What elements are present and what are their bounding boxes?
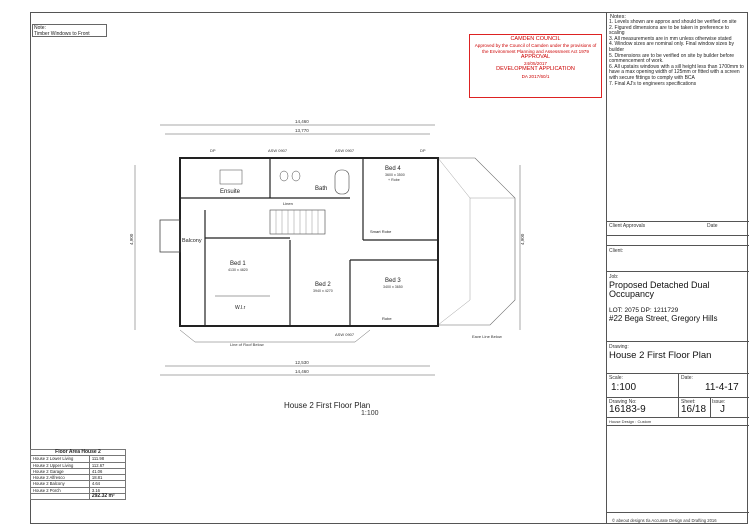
date-label: Date:	[681, 375, 693, 381]
job-title: Proposed Detached Dual Occupancy	[609, 280, 710, 299]
room-smart-robe: Smart Robe	[370, 229, 392, 234]
plan-title: House 2 First Floor Plan	[284, 401, 371, 410]
dim-right: 4,900	[520, 233, 525, 245]
stamp-number: DA 2017/60/1	[521, 73, 550, 79]
drawing-title: House 2 First Floor Plan	[609, 350, 712, 361]
stamp-date: 24/05/2017	[524, 61, 547, 67]
floor-plan: 14,460 13,770 14,460 12,530 4,900 4,900 …	[129, 119, 525, 376]
scale-value: 1:100	[611, 382, 637, 393]
job-address: #22 Bega Street, Gregory Hills	[609, 314, 718, 323]
room-bed2-dims: 3940 x 4270	[313, 289, 333, 293]
stamp-title: CAMDEN COUNCIL	[510, 36, 561, 42]
issue-label: Issue:	[712, 399, 726, 405]
client-label: Client:	[609, 248, 624, 254]
label-eave-line: Eave Line Below	[472, 334, 502, 339]
council-stamp: CAMDEN COUNCIL Approved by the Council o…	[469, 34, 602, 98]
note-item: 3. All measurements are in mm unless oth…	[609, 35, 732, 42]
drawing-no-value: 16183-9	[609, 404, 646, 415]
room-bed3: Bed 3	[385, 278, 401, 284]
sheet-label: Sheet:	[681, 399, 696, 405]
window-bottom: ASW 0907	[335, 332, 355, 337]
scale-label: Scale:	[609, 375, 623, 381]
room-robe: Robe	[382, 316, 392, 321]
room-balcony: Balcony	[182, 238, 202, 244]
notes-list: 1. Levels shown are approx and should be…	[609, 19, 746, 87]
note-item: 5. Dimensions are to be verified on site…	[609, 52, 735, 65]
room-bath: Bath	[315, 186, 327, 192]
window-top-1: ASW 0907	[268, 148, 288, 153]
note-item: 6. All upstairs windows with a sill heig…	[609, 63, 744, 81]
dim-bottom-overall: 14,460	[295, 369, 309, 374]
note-item: 7. Final AJ's to engineers specification…	[609, 80, 697, 87]
room-wir: W.I.r	[235, 305, 246, 311]
dim-top-overall: 14,460	[295, 119, 309, 124]
copyright: © abeout designs t/a Accurate Design and…	[612, 518, 717, 523]
stamp-line1: Approved by the Council of Camden under …	[474, 43, 597, 54]
date-value: 11-4-17	[705, 382, 739, 393]
drawing-sheet	[30, 12, 748, 524]
room-bed1: Bed 1	[230, 261, 246, 267]
floor-area-total: 292.32 m²	[88, 493, 127, 501]
dp-label: DP	[210, 148, 216, 153]
house-design: House Design : Custom	[609, 419, 652, 424]
floor-area-title: Floor Area House 2	[30, 448, 126, 457]
label-roof-below: Line of Roof Below	[230, 342, 264, 347]
drawing-no-label: Drawing No:	[609, 399, 637, 405]
room-bed2: Bed 2	[315, 282, 331, 288]
dp-label-right: DP	[420, 148, 426, 153]
dim-left: 4,900	[129, 233, 134, 245]
room-ensuite: Ensuite	[220, 189, 241, 195]
notes-title: Notes:	[610, 14, 626, 20]
room-bed4-robe: + Robe	[388, 178, 400, 182]
approval-date-label: Date	[707, 223, 718, 229]
note-item: 1. Levels shown are approx and should be…	[609, 19, 737, 25]
room-bed1-dims: 4130 x 4820	[228, 268, 248, 272]
stamp-line2: APPROVAL	[520, 53, 551, 60]
room-bed4: Bed 4	[385, 166, 401, 172]
dim-bottom-inner: 12,530	[295, 360, 309, 365]
note-item: 2. Figured dimensions are to be taken in…	[609, 24, 730, 37]
title-block: Client Approvals Date Client: Job: Propo…	[606, 12, 749, 524]
room-bed3-dims: 3400 x 3650	[383, 285, 403, 289]
job-label: Job:	[609, 274, 619, 280]
sheet-value: 16/18	[681, 404, 707, 415]
stamp-type: DEVELOPMENT APPLICATION	[496, 66, 575, 73]
room-bed4-dims: 3600 x 3500	[385, 173, 405, 177]
note-item: 4. Window sizes are nominal only. Final …	[609, 41, 734, 53]
note-text: Timber Windows to Front	[34, 31, 90, 37]
client-approval-label: Client Approvals	[609, 223, 646, 229]
plan-scale: 1:100	[361, 410, 379, 417]
note-box: Note: Timber Windows to Front	[32, 24, 107, 37]
dim-top-inner: 13,770	[295, 128, 309, 133]
window-top-2: ASW 0907	[335, 148, 355, 153]
job-lot: LOT: 2075 DP: 1211729	[609, 307, 679, 314]
issue-value: J	[720, 404, 725, 415]
drawing-label: Drawing:	[609, 344, 629, 350]
room-linen: Linen	[283, 201, 293, 206]
note-label: Note:	[34, 25, 46, 31]
